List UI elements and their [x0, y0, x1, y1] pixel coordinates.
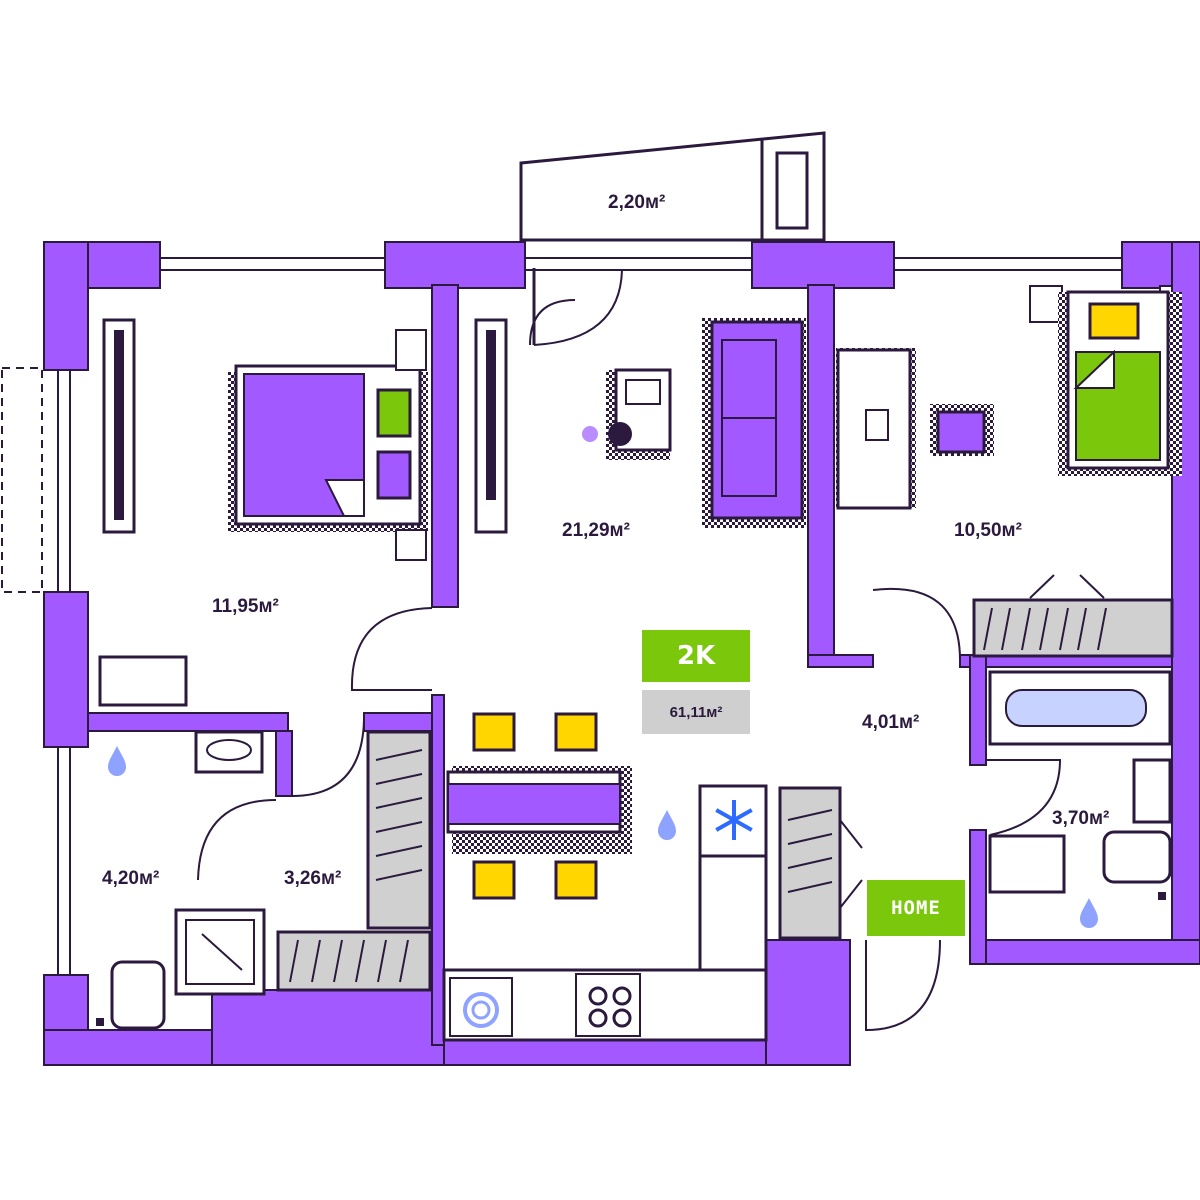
- water-drop-icon: [658, 810, 676, 840]
- snowflake-icon: [715, 800, 753, 840]
- living-furniture: [474, 268, 806, 534]
- bathroom-right-fixtures: [988, 670, 1172, 900]
- water-drop-icon: [108, 746, 126, 776]
- door-arcs: [197, 587, 1062, 1032]
- washing-machine-icon: [463, 992, 499, 1028]
- walls: [43, 241, 1200, 1066]
- room-area-balcony: 2,20м²: [608, 192, 666, 213]
- room-area-bedroom-right: 10,50м²: [954, 520, 1022, 541]
- bathroom-left-fixtures: [96, 730, 266, 1030]
- room-area-wardrobe: 3,26м²: [284, 868, 342, 889]
- room-area-bathroom-left: 4,20м²: [102, 868, 160, 889]
- wardrobe-fixtures: [276, 730, 432, 992]
- room-area-living-kitchen: 21,29м²: [562, 520, 630, 541]
- balcony: [519, 131, 826, 242]
- window-frame-outside: [1, 367, 43, 593]
- apartment-type-badge: 2K: [642, 630, 750, 682]
- windows: [57, 257, 1123, 976]
- room-area-hall: 4,01м²: [862, 712, 920, 733]
- room-area-bathroom-right: 3,70м²: [1052, 808, 1110, 829]
- water-drop-icon: [1080, 898, 1098, 928]
- dining-set: [446, 712, 632, 900]
- hall-closet: [778, 786, 863, 940]
- bedroom-left-furniture: [98, 318, 428, 707]
- apartment-total-area: 61,11м²: [642, 690, 750, 734]
- home-badge: HOME: [867, 880, 965, 936]
- room-area-bedroom-left: 11,95м²: [212, 596, 279, 617]
- bedroom-right-furniture: [836, 285, 1182, 658]
